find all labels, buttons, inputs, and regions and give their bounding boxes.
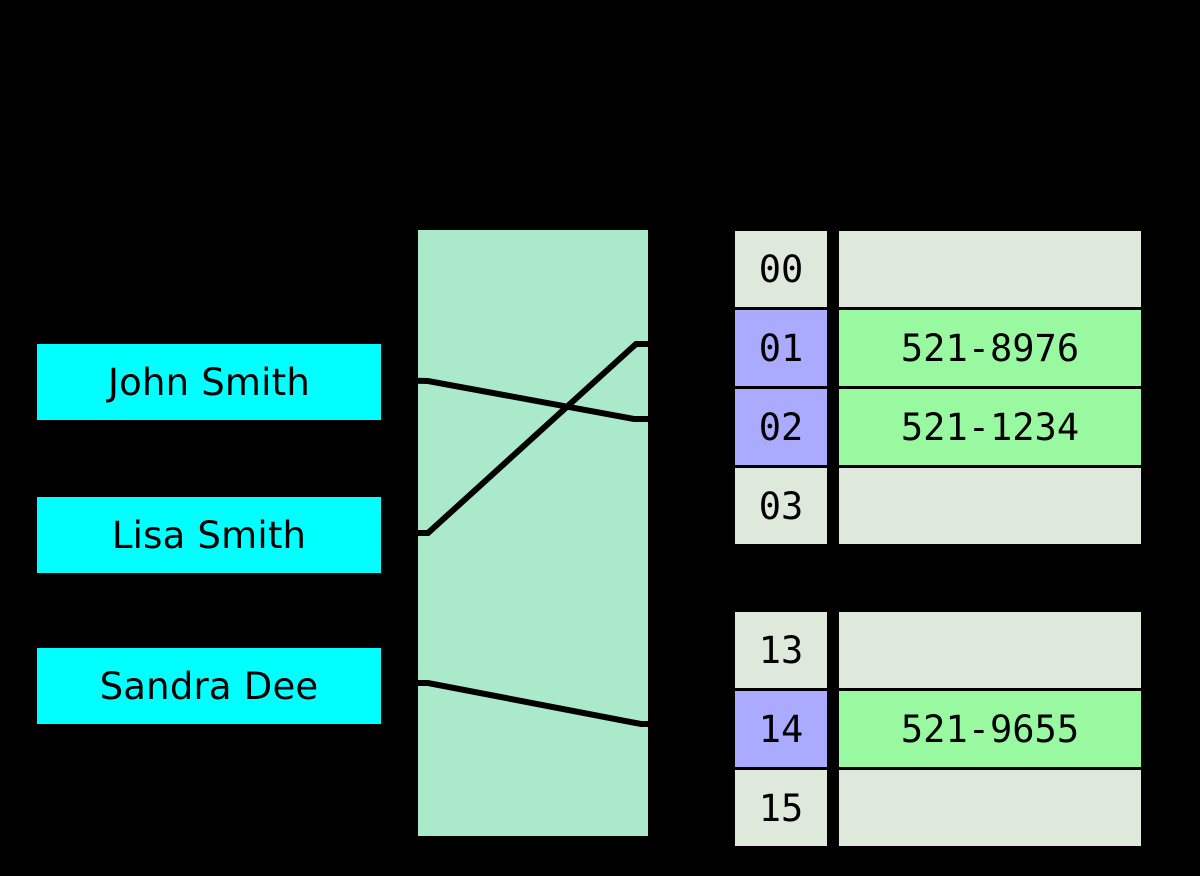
hash-function-block bbox=[418, 230, 648, 836]
key-box-john-smith[interactable]: John Smith bbox=[37, 344, 381, 420]
bucket-index-cell: 13 bbox=[735, 612, 827, 688]
bucket-row[interactable]: 13 bbox=[735, 612, 1141, 688]
bucket-value-cell bbox=[839, 612, 1141, 688]
bucket-index-cell: 03 bbox=[735, 468, 827, 544]
bucket-row[interactable]: 15 bbox=[735, 770, 1141, 846]
key-label: Sandra Dee bbox=[99, 664, 319, 708]
bucket-index-cell: 14 bbox=[735, 691, 827, 767]
key-label: John Smith bbox=[108, 360, 310, 404]
bucket-value-cell bbox=[839, 231, 1141, 307]
key-box-lisa-smith[interactable]: Lisa Smith bbox=[37, 497, 381, 573]
bucket-index-cell: 00 bbox=[735, 231, 827, 307]
bucket-value-cell: 521-9655 bbox=[839, 691, 1141, 767]
bucket-row[interactable]: 00 bbox=[735, 231, 1141, 307]
bucket-value-cell bbox=[839, 468, 1141, 544]
bucket-index-cell: 02 bbox=[735, 389, 827, 465]
bucket-index-cell: 15 bbox=[735, 770, 827, 846]
bucket-value-cell: 521-8976 bbox=[839, 310, 1141, 386]
key-box-sandra-dee[interactable]: Sandra Dee bbox=[37, 648, 381, 724]
bucket-value-cell: 521-1234 bbox=[839, 389, 1141, 465]
bucket-row[interactable]: 03 bbox=[735, 468, 1141, 544]
key-label: Lisa Smith bbox=[111, 513, 307, 557]
bucket-index-cell: 01 bbox=[735, 310, 827, 386]
bucket-value-cell bbox=[839, 770, 1141, 846]
